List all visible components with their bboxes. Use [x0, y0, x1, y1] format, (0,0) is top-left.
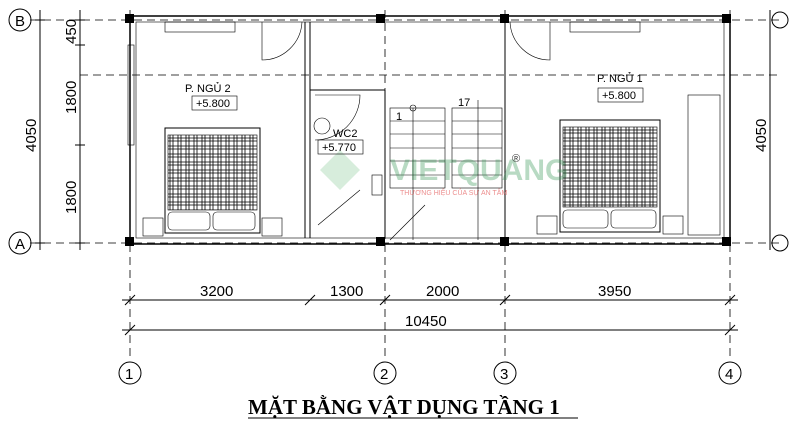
staircase: [389, 100, 503, 241]
stair-start: 1: [396, 111, 402, 123]
bottom-dimensions: [122, 294, 738, 336]
watermark: VIETQUANG ® THƯƠNG HIỆU CỦA SỰ AN TÂM: [320, 150, 568, 197]
axis-3: 3: [500, 366, 508, 383]
room-level-bedroom-2: +5.800: [196, 98, 230, 110]
left-dimensions: [35, 10, 85, 250]
stair-end: 17: [458, 97, 470, 109]
axis-1: 1: [125, 366, 133, 383]
drawing-title: MẶT BẰNG VẬT DỤNG TẦNG 1: [248, 395, 560, 419]
axis-bubbles: [8, 8, 789, 385]
room-name-bedroom-1: P. NGỦ 1: [597, 72, 643, 85]
dim-right-total: 4050: [753, 119, 770, 152]
dim-left-1800-bottom: 1800: [63, 181, 80, 214]
room-level-wc2: +5.770: [322, 142, 356, 154]
wc-fixtures: [313, 117, 383, 226]
dim-bottom-3200: 3200: [200, 283, 233, 300]
watermark-tagline: THƯƠNG HIỆU CỦA SỰ AN TÂM: [400, 188, 507, 197]
room-name-wc2: WC2: [333, 128, 357, 140]
axis-4: 4: [725, 366, 733, 383]
dim-bottom-total: 10450: [405, 313, 447, 330]
axis-a: A: [15, 236, 25, 253]
dim-bottom-1300: 1300: [330, 283, 363, 300]
watermark-mark: ®: [512, 153, 520, 165]
watermark-brand: VIETQUANG: [390, 154, 568, 187]
dim-left-1800-top: 1800: [63, 81, 80, 114]
room-level-bedroom-1: +5.800: [602, 90, 636, 102]
dim-bottom-2000: 2000: [426, 283, 459, 300]
dim-bottom-3950: 3950: [598, 283, 631, 300]
axis-b: B: [15, 13, 25, 30]
room-name-bedroom-2: P. NGỦ 2: [185, 82, 231, 95]
walls: [125, 14, 731, 246]
axis-2: 2: [380, 366, 388, 383]
dim-left-total: 4050: [23, 119, 40, 152]
bed-left: [142, 127, 283, 237]
dim-left-450: 450: [63, 19, 80, 44]
doors: [164, 21, 641, 141]
bed-right: [536, 119, 684, 235]
